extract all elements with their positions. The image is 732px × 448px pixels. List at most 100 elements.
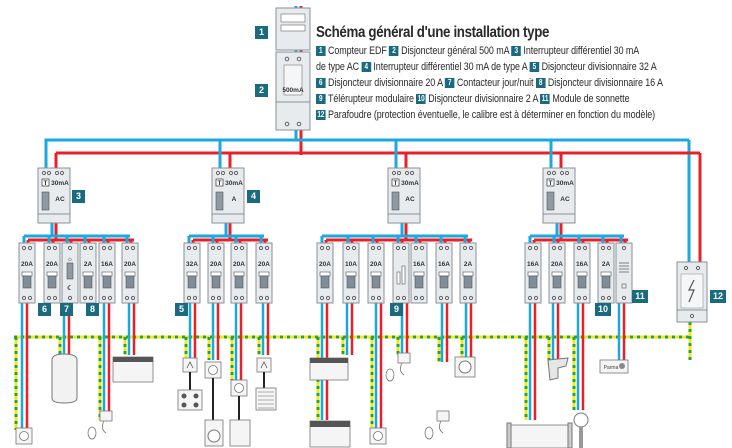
legend-item-text: Disjoncteur divisionnaire 20 A <box>328 77 445 89</box>
doorbell-button <box>619 363 625 369</box>
terminal <box>376 245 382 251</box>
tag-doorbell-module: 11 <box>632 290 648 303</box>
legend-number-badge: 1 <box>316 46 326 56</box>
terminal <box>264 295 270 301</box>
terminal <box>444 295 450 301</box>
main-breaker-label: 500mA <box>282 87 304 94</box>
breaker-rating: 20A <box>21 261 33 268</box>
terminal <box>192 245 198 251</box>
breaker-module <box>615 242 633 304</box>
terminal <box>284 56 290 62</box>
terminal <box>582 245 588 251</box>
terminal <box>468 245 474 251</box>
rcd-rating: 30mA <box>51 180 69 187</box>
terminal <box>370 245 376 251</box>
dishwasher <box>229 419 251 447</box>
terminal <box>695 265 701 271</box>
terminal <box>101 245 107 251</box>
tag-breaker-32a: 5 <box>175 303 188 316</box>
breaker-rating: 16A <box>101 261 113 268</box>
legend-item-text: Interrupteur différentiel 30 mA <box>523 45 640 57</box>
terminal <box>107 295 113 301</box>
terminal <box>438 295 444 301</box>
terminal <box>462 245 468 251</box>
breaker-rating: 20A <box>233 261 245 268</box>
test-button <box>391 178 400 187</box>
burner <box>181 402 187 408</box>
light-bulb-icon <box>87 426 97 440</box>
legend-number-badge: 11 <box>540 94 550 104</box>
terminal <box>404 170 410 176</box>
switch <box>182 357 198 373</box>
breaker-toggle <box>83 275 93 289</box>
lightning-icon <box>688 279 695 303</box>
breaker-toggle-top <box>600 271 612 277</box>
legend-number-badge: 2 <box>389 46 399 56</box>
terminal <box>88 295 94 301</box>
rcd-rating: 30mA <box>225 180 243 187</box>
heater-top <box>113 357 153 362</box>
rcd-toggle <box>41 191 50 211</box>
breaker-toggle <box>463 275 473 289</box>
terminal <box>52 245 58 251</box>
breaker-toggle-top <box>576 271 588 277</box>
socket-face <box>19 431 29 441</box>
legend-item-text: Parafoudre (protection éventuelle, le ca… <box>328 109 656 121</box>
wiring <box>14 6 702 430</box>
terminal <box>444 245 450 251</box>
breaker-rating: 20A <box>551 261 563 268</box>
breaker-toggle <box>346 275 356 289</box>
terminal <box>88 245 94 251</box>
terminal <box>228 170 234 176</box>
legend-item-text: Compteur EDF <box>328 45 390 57</box>
test-button <box>546 178 555 187</box>
terminal <box>551 170 557 176</box>
oven <box>255 387 277 411</box>
legend-number-badge: 8 <box>535 78 546 88</box>
terminal <box>559 170 565 176</box>
breaker-module <box>392 242 410 304</box>
terminal <box>468 295 474 301</box>
breaker-toggle <box>102 275 112 289</box>
breaker-rating: 20A <box>258 261 270 268</box>
tag-remote-switch: 9 <box>390 303 403 316</box>
tag-rcd-a: 4 <box>247 190 260 203</box>
terminal <box>284 121 290 127</box>
terminal <box>101 295 107 301</box>
terminal <box>391 170 397 176</box>
loads: Parma <box>15 352 629 448</box>
meter-display <box>280 24 306 32</box>
breaker-rating: 16A <box>527 261 539 268</box>
tag-main-breaker: 2 <box>255 84 268 97</box>
breaker-rating: 32A <box>186 261 198 268</box>
terminal <box>606 295 612 301</box>
moon-icon: ☾ <box>67 284 73 292</box>
terminal <box>210 245 216 251</box>
breaker-toggle <box>211 275 221 289</box>
breaker-toggle-top <box>210 271 222 277</box>
terminal <box>54 170 60 176</box>
terminal <box>27 245 33 251</box>
breaker-rating: 20A <box>210 261 222 268</box>
terminal <box>351 295 357 301</box>
switch-symbol <box>260 361 268 369</box>
tag-meter: 1 <box>255 26 268 39</box>
terminal <box>59 170 65 176</box>
terminal <box>216 295 222 301</box>
heater-top <box>310 358 348 363</box>
legend-item-text: Contacteur jour/nuit <box>456 77 536 89</box>
terminal <box>192 295 198 301</box>
breaker-toggle <box>414 275 424 289</box>
cooktop <box>177 389 203 411</box>
terminal <box>345 295 351 301</box>
breaker-rating: 20A <box>370 261 382 268</box>
gate-post <box>506 422 512 448</box>
terminal <box>419 245 425 251</box>
breaker-toggle-top <box>101 271 113 277</box>
breaker-rating: 20A <box>124 261 136 268</box>
